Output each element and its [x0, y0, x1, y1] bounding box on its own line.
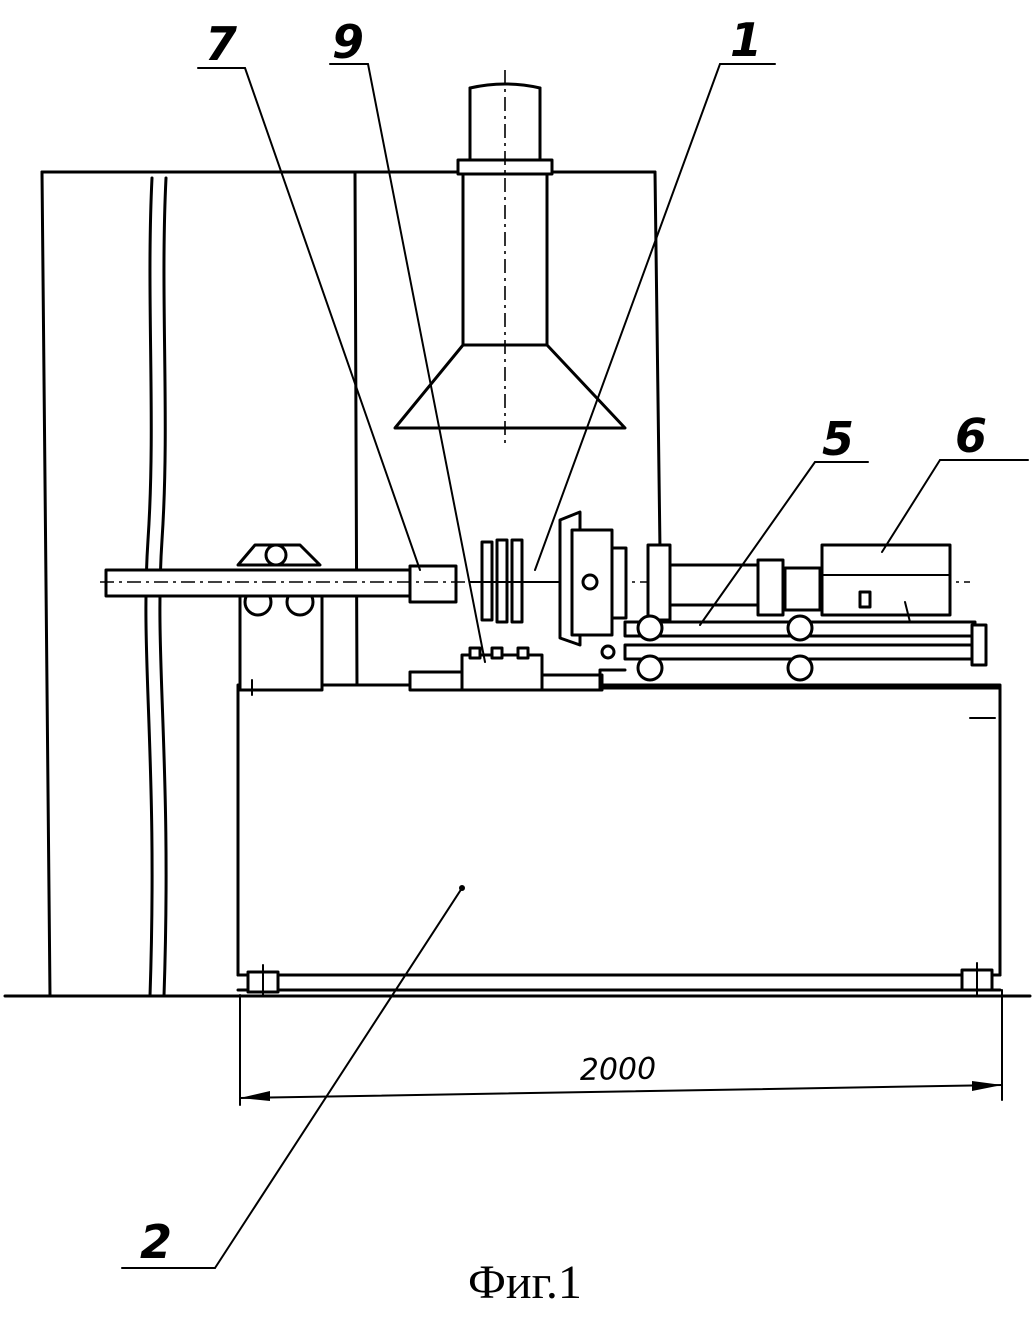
dimension-text: 2000: [580, 1052, 657, 1088]
label-2: 2: [140, 1215, 172, 1269]
label-6: 6: [955, 409, 987, 463]
exhaust-hood: [395, 70, 625, 445]
dimension-2000: [240, 990, 1002, 1105]
label-7: 7: [205, 17, 237, 71]
base-cabinet: [238, 685, 1000, 996]
motor-6: [820, 545, 950, 615]
label-9: 9: [332, 15, 364, 69]
fixture-9: [410, 648, 602, 690]
label-5: 5: [822, 412, 854, 466]
label-1: 1: [730, 13, 762, 67]
left-roller-rest: [238, 545, 322, 695]
cutting-discs: [470, 540, 560, 622]
figure-caption: Фиг.1: [468, 1256, 582, 1309]
